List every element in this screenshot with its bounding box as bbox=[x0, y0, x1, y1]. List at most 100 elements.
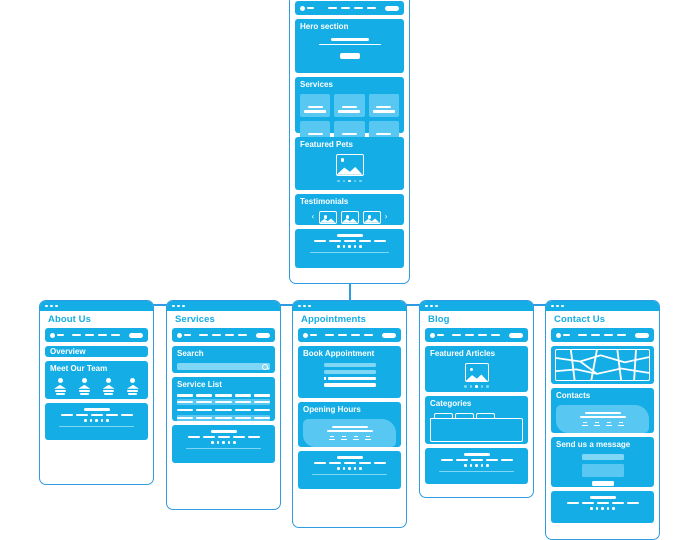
carousel-next-icon[interactable]: › bbox=[384, 212, 388, 222]
section-services[interactable]: Services bbox=[295, 77, 404, 144]
carousel-dot-active[interactable] bbox=[475, 385, 478, 388]
home-navbar[interactable] bbox=[295, 1, 404, 15]
carousel-dot-active[interactable] bbox=[348, 179, 351, 183]
service-tile[interactable] bbox=[334, 93, 365, 117]
send-button[interactable] bbox=[591, 481, 614, 487]
nav-cta-button[interactable] bbox=[382, 332, 396, 338]
testimonial-thumb[interactable] bbox=[362, 210, 381, 224]
category-tabs[interactable] bbox=[430, 413, 523, 420]
footer-dots[interactable] bbox=[177, 441, 270, 444]
nav-cta-button[interactable] bbox=[635, 332, 649, 338]
nav-links[interactable] bbox=[452, 334, 500, 337]
section-meet-our-team[interactable]: Meet Our Team bbox=[45, 361, 148, 400]
carousel-prev-icon[interactable]: ‹ bbox=[311, 212, 315, 222]
nav-links[interactable] bbox=[325, 334, 373, 337]
nav-link[interactable] bbox=[72, 334, 81, 337]
carousel-dot[interactable] bbox=[480, 385, 484, 388]
nav-link[interactable] bbox=[351, 334, 360, 337]
nav-link[interactable] bbox=[111, 334, 120, 337]
nav-link[interactable] bbox=[591, 334, 600, 337]
page-card-home[interactable]: Hero section Services bbox=[289, 0, 410, 284]
section-map[interactable] bbox=[551, 346, 654, 385]
nav-links[interactable] bbox=[199, 334, 247, 337]
section-footer[interactable] bbox=[298, 451, 401, 490]
carousel-dot[interactable] bbox=[337, 179, 340, 183]
magnifier-icon[interactable] bbox=[262, 363, 268, 370]
page-card-blog[interactable]: Blog Featured Articles bbox=[419, 300, 534, 498]
nav-link[interactable] bbox=[238, 334, 247, 337]
service-tile[interactable] bbox=[368, 93, 399, 117]
footer-dots[interactable] bbox=[556, 507, 649, 510]
section-hero[interactable]: Hero section bbox=[295, 19, 404, 73]
nav-link[interactable] bbox=[338, 334, 347, 337]
section-book-appointment[interactable]: Book Appointment bbox=[298, 346, 401, 399]
section-footer[interactable] bbox=[295, 229, 404, 268]
page-navbar[interactable] bbox=[551, 328, 654, 343]
nav-link[interactable] bbox=[452, 334, 461, 337]
nav-links[interactable] bbox=[578, 334, 626, 337]
nav-link[interactable] bbox=[617, 334, 626, 337]
section-footer[interactable] bbox=[172, 425, 275, 464]
nav-link[interactable] bbox=[491, 334, 500, 337]
carousel-dot[interactable] bbox=[464, 385, 467, 388]
footer-dots[interactable] bbox=[300, 245, 399, 248]
nav-links[interactable] bbox=[72, 334, 120, 337]
nav-link[interactable] bbox=[478, 334, 487, 337]
nav-link[interactable] bbox=[85, 334, 94, 337]
category-tab[interactable] bbox=[455, 413, 474, 420]
nav-link[interactable] bbox=[465, 334, 474, 337]
nav-link[interactable] bbox=[212, 334, 221, 337]
carousel-dots[interactable] bbox=[300, 179, 399, 183]
page-navbar[interactable] bbox=[298, 328, 401, 343]
category-tab[interactable] bbox=[434, 413, 453, 420]
section-send-message[interactable]: Send us a message bbox=[551, 437, 654, 488]
category-tab[interactable] bbox=[476, 413, 495, 420]
hero-cta-button[interactable] bbox=[339, 53, 360, 60]
service-tile[interactable] bbox=[300, 93, 331, 117]
footer-dots[interactable] bbox=[303, 467, 396, 470]
nav-link[interactable] bbox=[225, 334, 234, 337]
table-row[interactable] bbox=[177, 398, 270, 405]
nav-links[interactable] bbox=[328, 7, 376, 9]
section-featured-articles[interactable]: Featured Articles bbox=[425, 346, 528, 393]
nav-cta-button[interactable] bbox=[509, 332, 523, 338]
nav-link[interactable] bbox=[328, 7, 337, 9]
testimonial-thumb[interactable] bbox=[318, 210, 337, 224]
form-checkbox-row[interactable] bbox=[323, 377, 376, 380]
section-featured-pets[interactable]: Featured Pets bbox=[295, 137, 404, 190]
carousel-dot[interactable] bbox=[469, 385, 473, 388]
nav-link[interactable] bbox=[98, 334, 107, 337]
section-footer[interactable] bbox=[45, 403, 148, 441]
section-service-list[interactable]: Service List bbox=[172, 377, 275, 422]
carousel-dot[interactable] bbox=[353, 179, 357, 183]
nav-link[interactable] bbox=[364, 334, 373, 337]
section-footer[interactable] bbox=[551, 491, 654, 524]
section-contacts[interactable]: Contacts bbox=[551, 388, 654, 434]
page-card-appointments[interactable]: Appointments Book Appointment bbox=[292, 300, 407, 528]
nav-link[interactable] bbox=[341, 7, 350, 9]
nav-cta-button[interactable] bbox=[129, 332, 143, 338]
nav-cta-button[interactable] bbox=[256, 332, 270, 338]
nav-link[interactable] bbox=[199, 334, 208, 337]
table-row[interactable] bbox=[177, 407, 270, 413]
carousel-dot[interactable] bbox=[486, 385, 489, 388]
search-input[interactable] bbox=[177, 363, 270, 371]
page-card-about-us[interactable]: About Us Overview Meet Our Team bbox=[39, 300, 154, 485]
section-search[interactable]: Search bbox=[172, 346, 275, 374]
table-row[interactable] bbox=[177, 414, 270, 421]
nav-link[interactable] bbox=[325, 334, 334, 337]
page-navbar[interactable] bbox=[425, 328, 528, 343]
page-navbar[interactable] bbox=[45, 328, 148, 343]
form-field[interactable] bbox=[581, 454, 624, 461]
nav-link[interactable] bbox=[367, 7, 376, 9]
carousel-dot[interactable] bbox=[342, 179, 346, 183]
form-field[interactable] bbox=[323, 363, 376, 368]
map-icon[interactable] bbox=[555, 349, 650, 382]
section-testimonials[interactable]: Testimonials ‹ › bbox=[295, 194, 404, 225]
page-card-contact-us[interactable]: Contact Us bbox=[545, 300, 660, 540]
page-card-services[interactable]: Services Search Service List bbox=[166, 300, 281, 510]
submit-button[interactable] bbox=[323, 382, 376, 388]
message-textarea[interactable] bbox=[581, 464, 624, 478]
footer-dots[interactable] bbox=[430, 464, 523, 467]
section-footer[interactable] bbox=[425, 448, 528, 485]
